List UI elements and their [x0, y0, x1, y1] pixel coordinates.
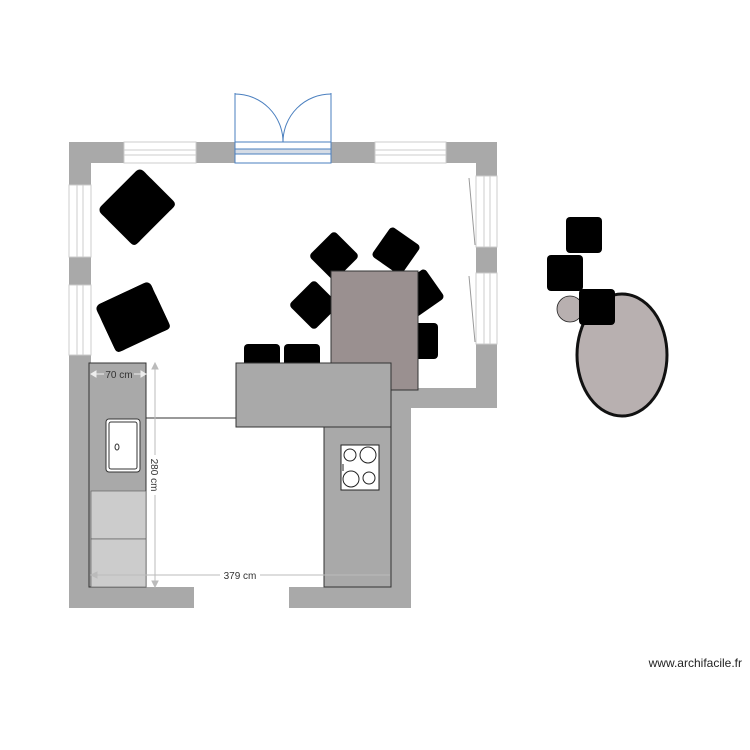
dimension-label-70cm: 70 cm: [105, 370, 132, 381]
dimension-label-379cm: 379 cm: [224, 571, 257, 582]
dimension-70cm: [90, 370, 147, 378]
window-right-top: [468, 175, 498, 248]
kitchen-island[interactable]: [235, 362, 392, 428]
cabinet[interactable]: [90, 490, 147, 540]
window-right-bottom: [468, 272, 498, 345]
dimension-label-280cm: 280 cm: [148, 459, 159, 492]
drain-icon: [114, 443, 120, 451]
outdoor-chair[interactable]: [547, 255, 583, 291]
window-left-bottom: [68, 284, 92, 356]
outdoor-chair[interactable]: [566, 217, 602, 253]
bottom-opening: [194, 587, 289, 608]
double-door[interactable]: [234, 93, 332, 164]
dimension-280cm: [151, 361, 159, 589]
dimension-379cm: [89, 571, 390, 579]
window-top-left: [123, 141, 197, 164]
window-top-right: [374, 141, 447, 164]
window-left-top: [68, 184, 92, 258]
outdoor-chair[interactable]: [579, 289, 615, 325]
sink[interactable]: [105, 418, 141, 473]
cooktop[interactable]: [340, 444, 380, 491]
watermark: www.archifacile.fr: [648, 656, 742, 670]
cabinet[interactable]: [90, 538, 147, 588]
